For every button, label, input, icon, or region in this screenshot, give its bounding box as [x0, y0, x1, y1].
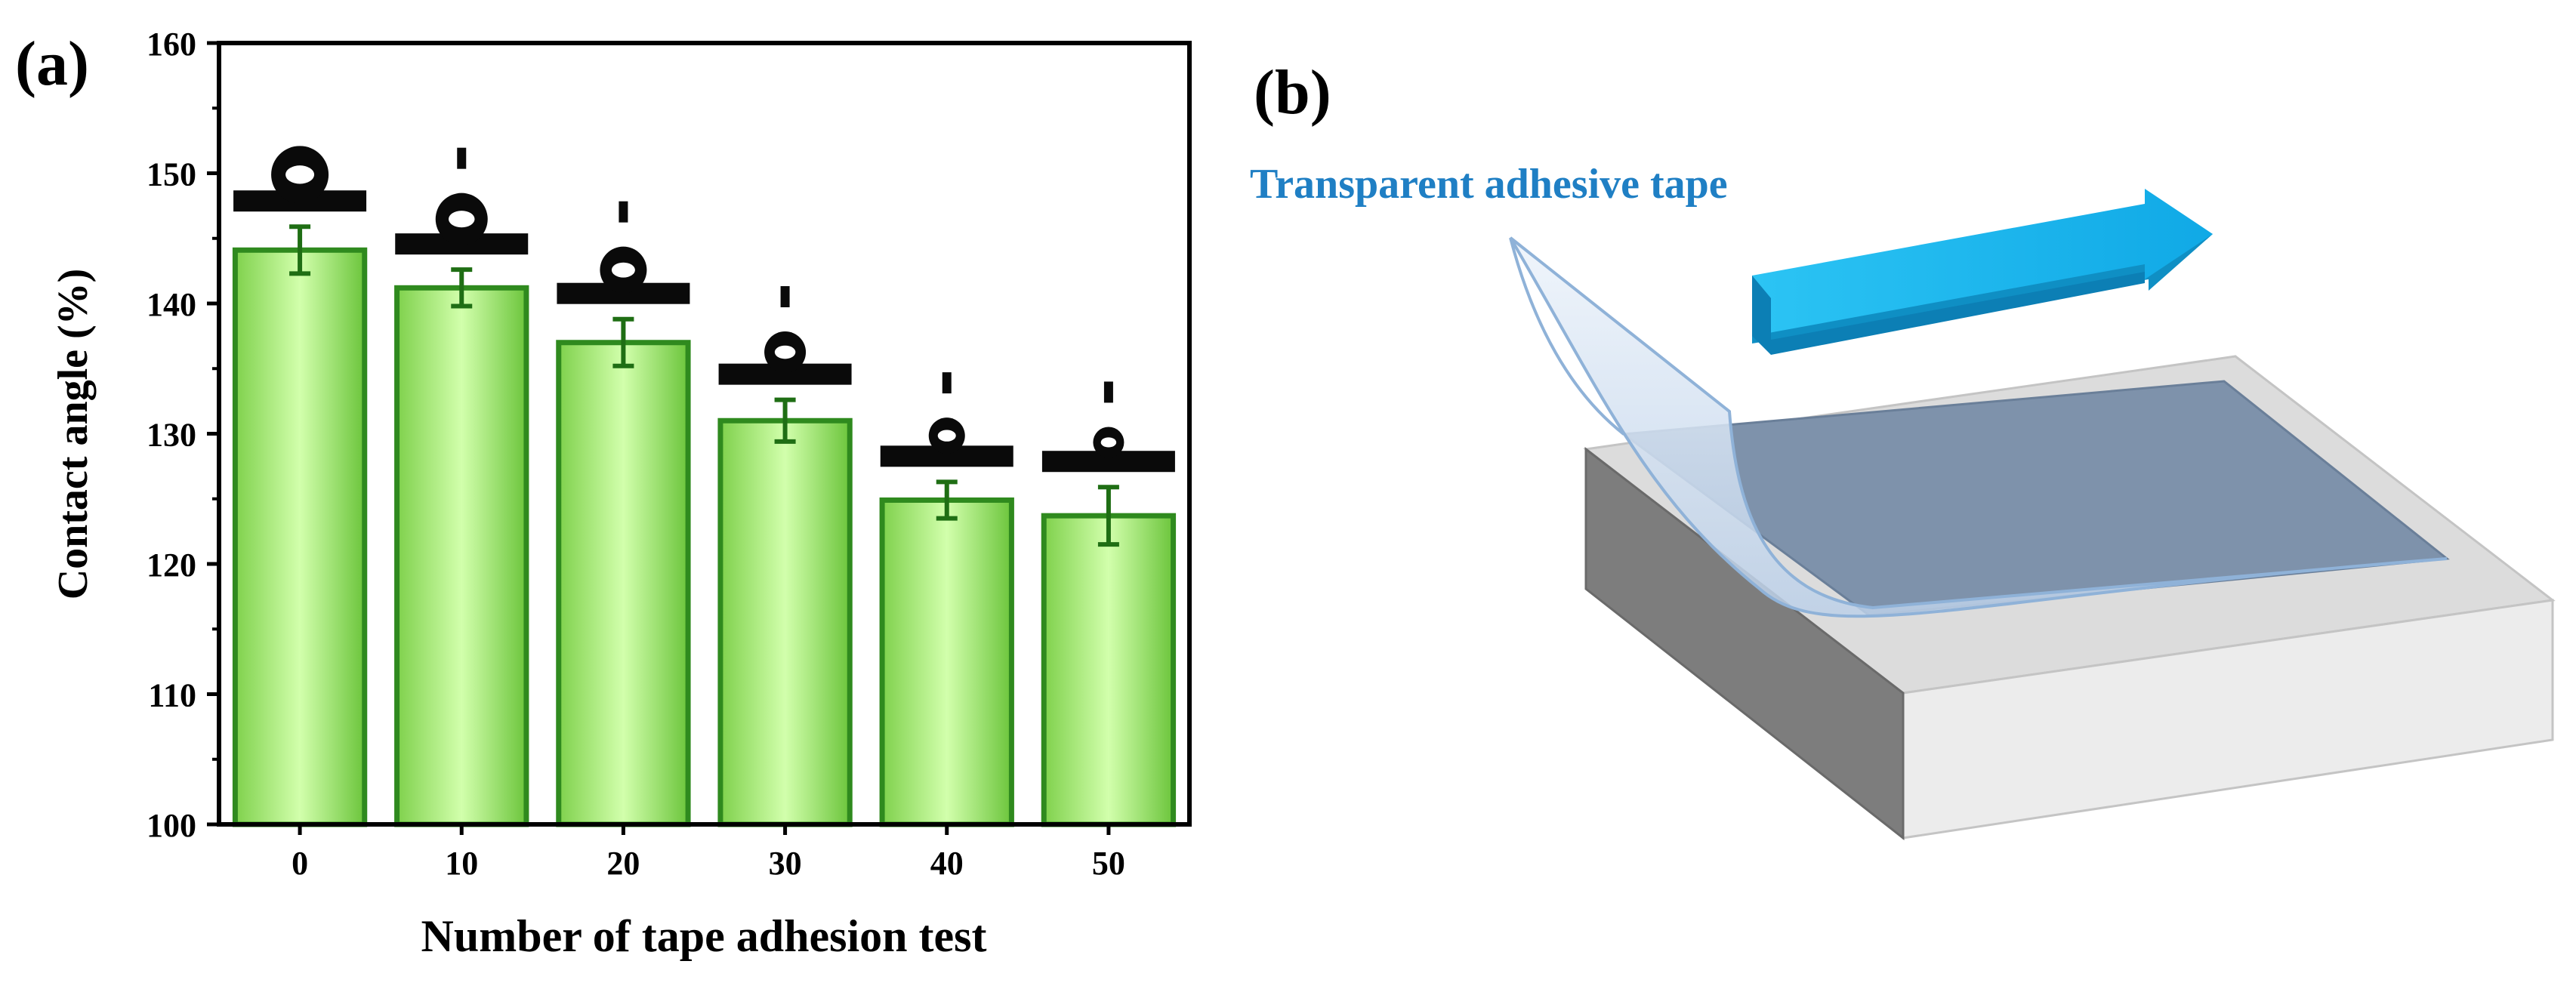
- y-tick-label: 150: [147, 156, 196, 193]
- tape-edge-curve: [1509, 237, 1625, 436]
- bars-layer: [232, 247, 1177, 827]
- adhesive-tape: [1509, 236, 2448, 618]
- error-bar-20: [612, 316, 634, 368]
- error-bars-layer: [289, 224, 1119, 547]
- droplet-inset-30: [718, 286, 852, 385]
- x-tick-label: 10: [445, 845, 478, 882]
- bar-20: [556, 340, 691, 827]
- x-axis-label: Number of tape adhesion test: [421, 911, 987, 961]
- x-tick-label: 40: [930, 845, 964, 882]
- axes-layer: 0 10 20 30 40 50 100 110 120 130 140 150 160: [147, 26, 1125, 882]
- panel-label-b: (b): [1254, 57, 1331, 128]
- y-tick-label: 140: [147, 286, 196, 323]
- error-bar-10: [451, 267, 473, 309]
- x-tick-label: 30: [769, 845, 802, 882]
- panel-label-a: (a): [15, 29, 89, 99]
- error-bar-0: [289, 224, 311, 276]
- y-tick-label: 120: [147, 547, 196, 584]
- bar-0: [232, 247, 368, 827]
- y-axis-label: Contact angle (%): [50, 269, 97, 600]
- arrow-end-face: [1752, 276, 1771, 355]
- x-tick-label: 0: [292, 845, 308, 882]
- y-tick-label: 100: [147, 807, 196, 844]
- x-tick-label: 50: [1092, 845, 1125, 882]
- arrow-bottom-face: [1771, 272, 2145, 355]
- y-tick-label: 160: [147, 26, 196, 63]
- droplet-inset-50: [1041, 381, 1175, 473]
- bar-10: [394, 285, 529, 827]
- droplet-inset-0: [233, 146, 367, 212]
- y-tick-label: 130: [147, 417, 196, 454]
- droplet-inset-10: [395, 147, 529, 255]
- droplet-inset-40: [880, 372, 1013, 467]
- x-tick-label: 20: [606, 845, 640, 882]
- bar-30: [717, 417, 853, 827]
- bar-50: [1041, 513, 1177, 827]
- peel-direction-arrow-icon: [1752, 189, 2213, 336]
- error-bar-30: [774, 397, 796, 444]
- substrate-side-face: [1584, 446, 1905, 841]
- error-bar-40: [936, 479, 958, 521]
- bar-40: [879, 497, 1014, 827]
- droplet-insets-layer: [233, 146, 1175, 473]
- bar-chart: 0 10 20 30 40 50 100 110 120 130 140 150 160 Contact…: [50, 26, 1192, 961]
- tape-peel-schematic: Transparent adhesive tape: [1250, 161, 2556, 841]
- y-tick-label: 110: [148, 677, 196, 714]
- droplet-inset-20: [557, 201, 690, 304]
- error-bar-50: [1097, 485, 1119, 547]
- tape-label: Transparent adhesive tape: [1250, 161, 1728, 208]
